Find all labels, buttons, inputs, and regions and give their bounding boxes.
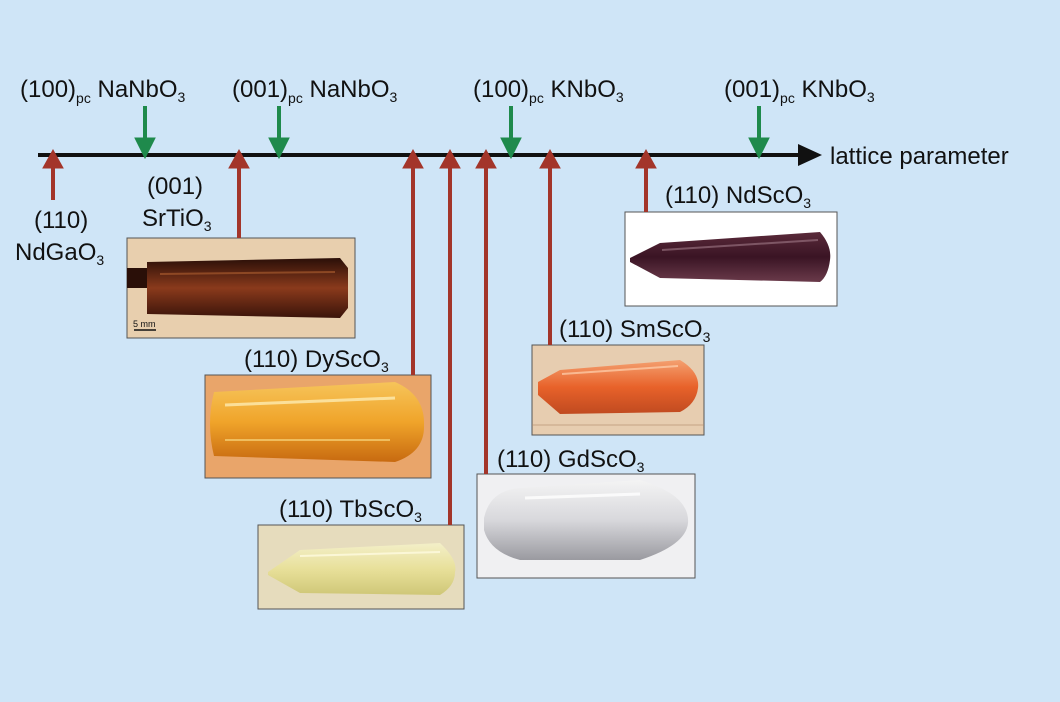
substrate-label-dyscio3: (110) DyScO3 [244, 346, 389, 375]
substrate-label-srtio3-orient: (001) [147, 173, 204, 200]
dyscio3-photo [204, 374, 432, 479]
substrate-label-smscio3: (110) SmScO3 [559, 316, 711, 345]
gdscio3-arrow [475, 148, 497, 474]
nanbo3-001-arrow [268, 106, 290, 160]
substrate-label-ndgao3: NdGaO3 [15, 239, 105, 268]
nanbo3-100-arrow [134, 106, 156, 160]
substrate-label-tbscio3: (110) TbScO3 [279, 496, 422, 525]
substrate-label-gdscio3: (110) GdScO3 [497, 446, 645, 475]
film-label-nanbo3-001: (001)pc NaNbO3 [232, 76, 398, 106]
substrate-label-ndscio3: (110) NdScO3 [665, 182, 812, 211]
knbo3-100-arrow [500, 106, 522, 160]
film-label-knbo3-001: (001)pc KNbO3 [724, 76, 875, 106]
substrate-label-srtio3: SrTiO3 [142, 205, 212, 234]
ndgao3-arrow [42, 148, 64, 200]
smscio3-photo [531, 344, 705, 436]
knbo3-001-arrow [748, 106, 770, 160]
substrate-arrows [42, 148, 657, 525]
smscio3-arrow [539, 148, 561, 345]
gdscio3-photo [476, 473, 696, 579]
dyscio3-arrow [402, 148, 424, 375]
ndscio3-arrow [635, 148, 657, 212]
substrate-label-ndgao3-orient: (110) [34, 207, 89, 234]
axis-label: lattice parameter [830, 143, 1009, 170]
lattice-axis [38, 144, 822, 166]
ndscio3-photo [624, 211, 838, 307]
film-label-knbo3-100: (100)pc KNbO3 [473, 76, 624, 106]
film-arrows [134, 106, 770, 160]
scale-bar-label: 5 mm [133, 319, 156, 329]
tbscio3-arrow [439, 148, 461, 525]
srtio3-arrow [228, 148, 250, 238]
srtio3-photo [126, 237, 356, 339]
film-label-nanbo3-100: (100)pc NaNbO3 [20, 76, 186, 106]
tbscio3-photo [257, 524, 465, 610]
